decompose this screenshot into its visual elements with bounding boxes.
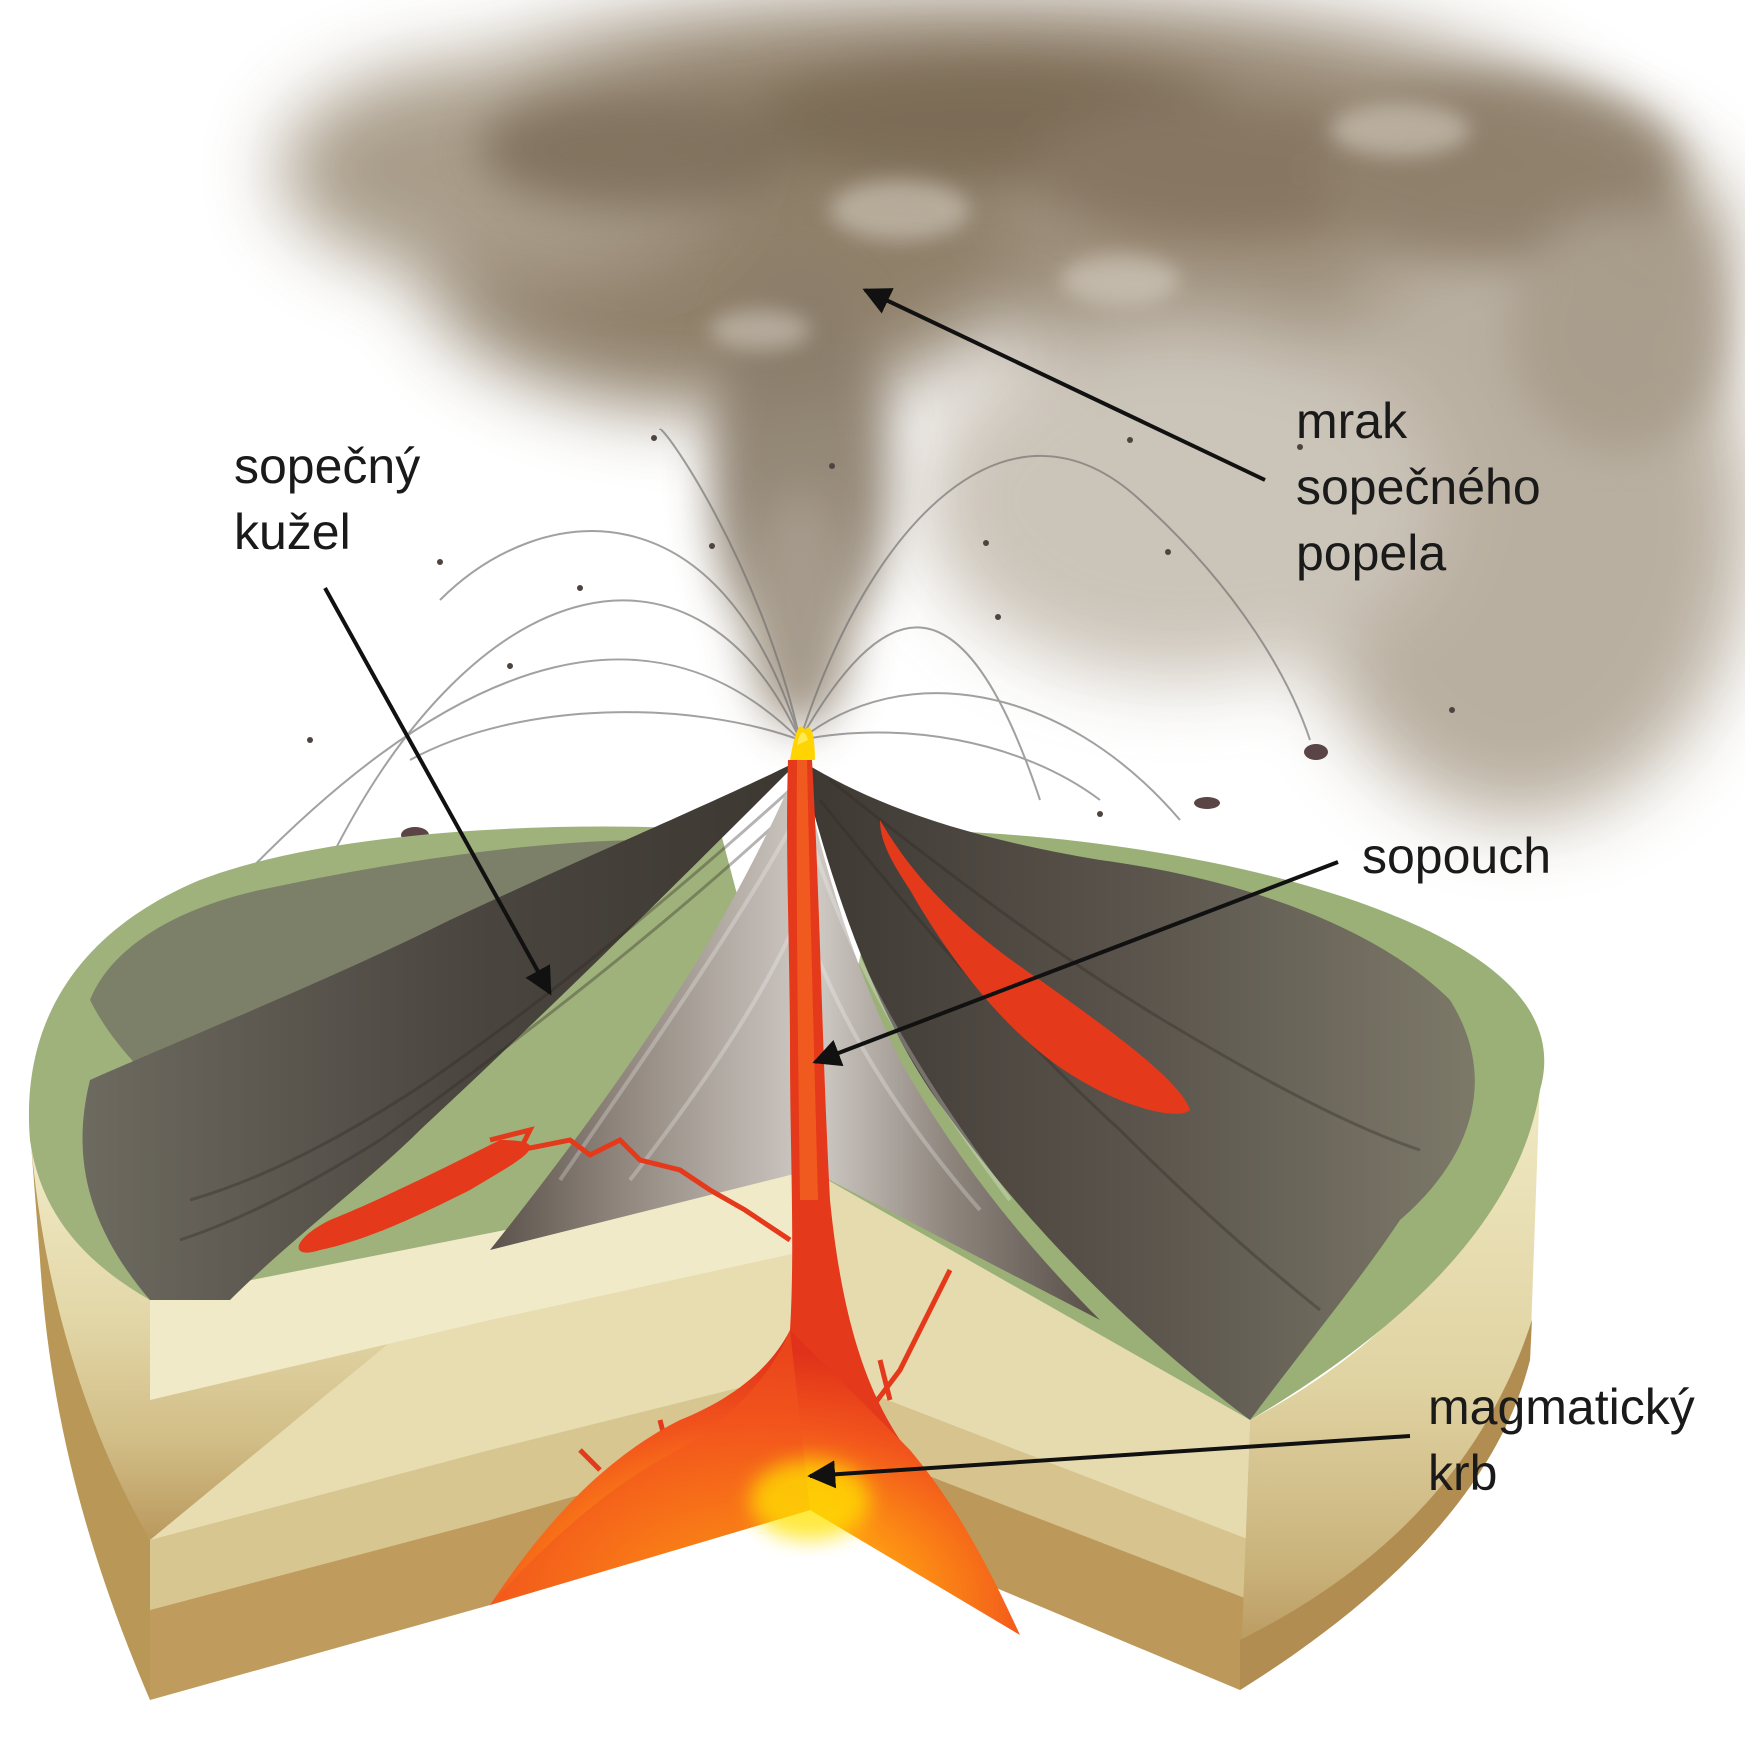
label-chamber-line-2: krb: [1428, 1440, 1695, 1506]
label-magma-chamber: magmatický krb: [1428, 1374, 1695, 1506]
label-ash-cloud-line-2: sopečného: [1296, 454, 1541, 520]
label-cone-line-2: kužel: [234, 499, 420, 565]
label-ash-cloud: mrak sopečného popela: [1296, 388, 1541, 586]
label-cone-line-1: sopečný: [234, 433, 420, 499]
label-chamber-line-1: magmatický: [1428, 1374, 1695, 1440]
label-vent: sopouch: [1362, 823, 1551, 889]
label-ash-cloud-line-1: mrak: [1296, 388, 1541, 454]
label-volcanic-cone: sopečný kužel: [234, 433, 420, 565]
label-ash-cloud-line-3: popela: [1296, 520, 1541, 586]
label-vent-line-1: sopouch: [1362, 823, 1551, 889]
